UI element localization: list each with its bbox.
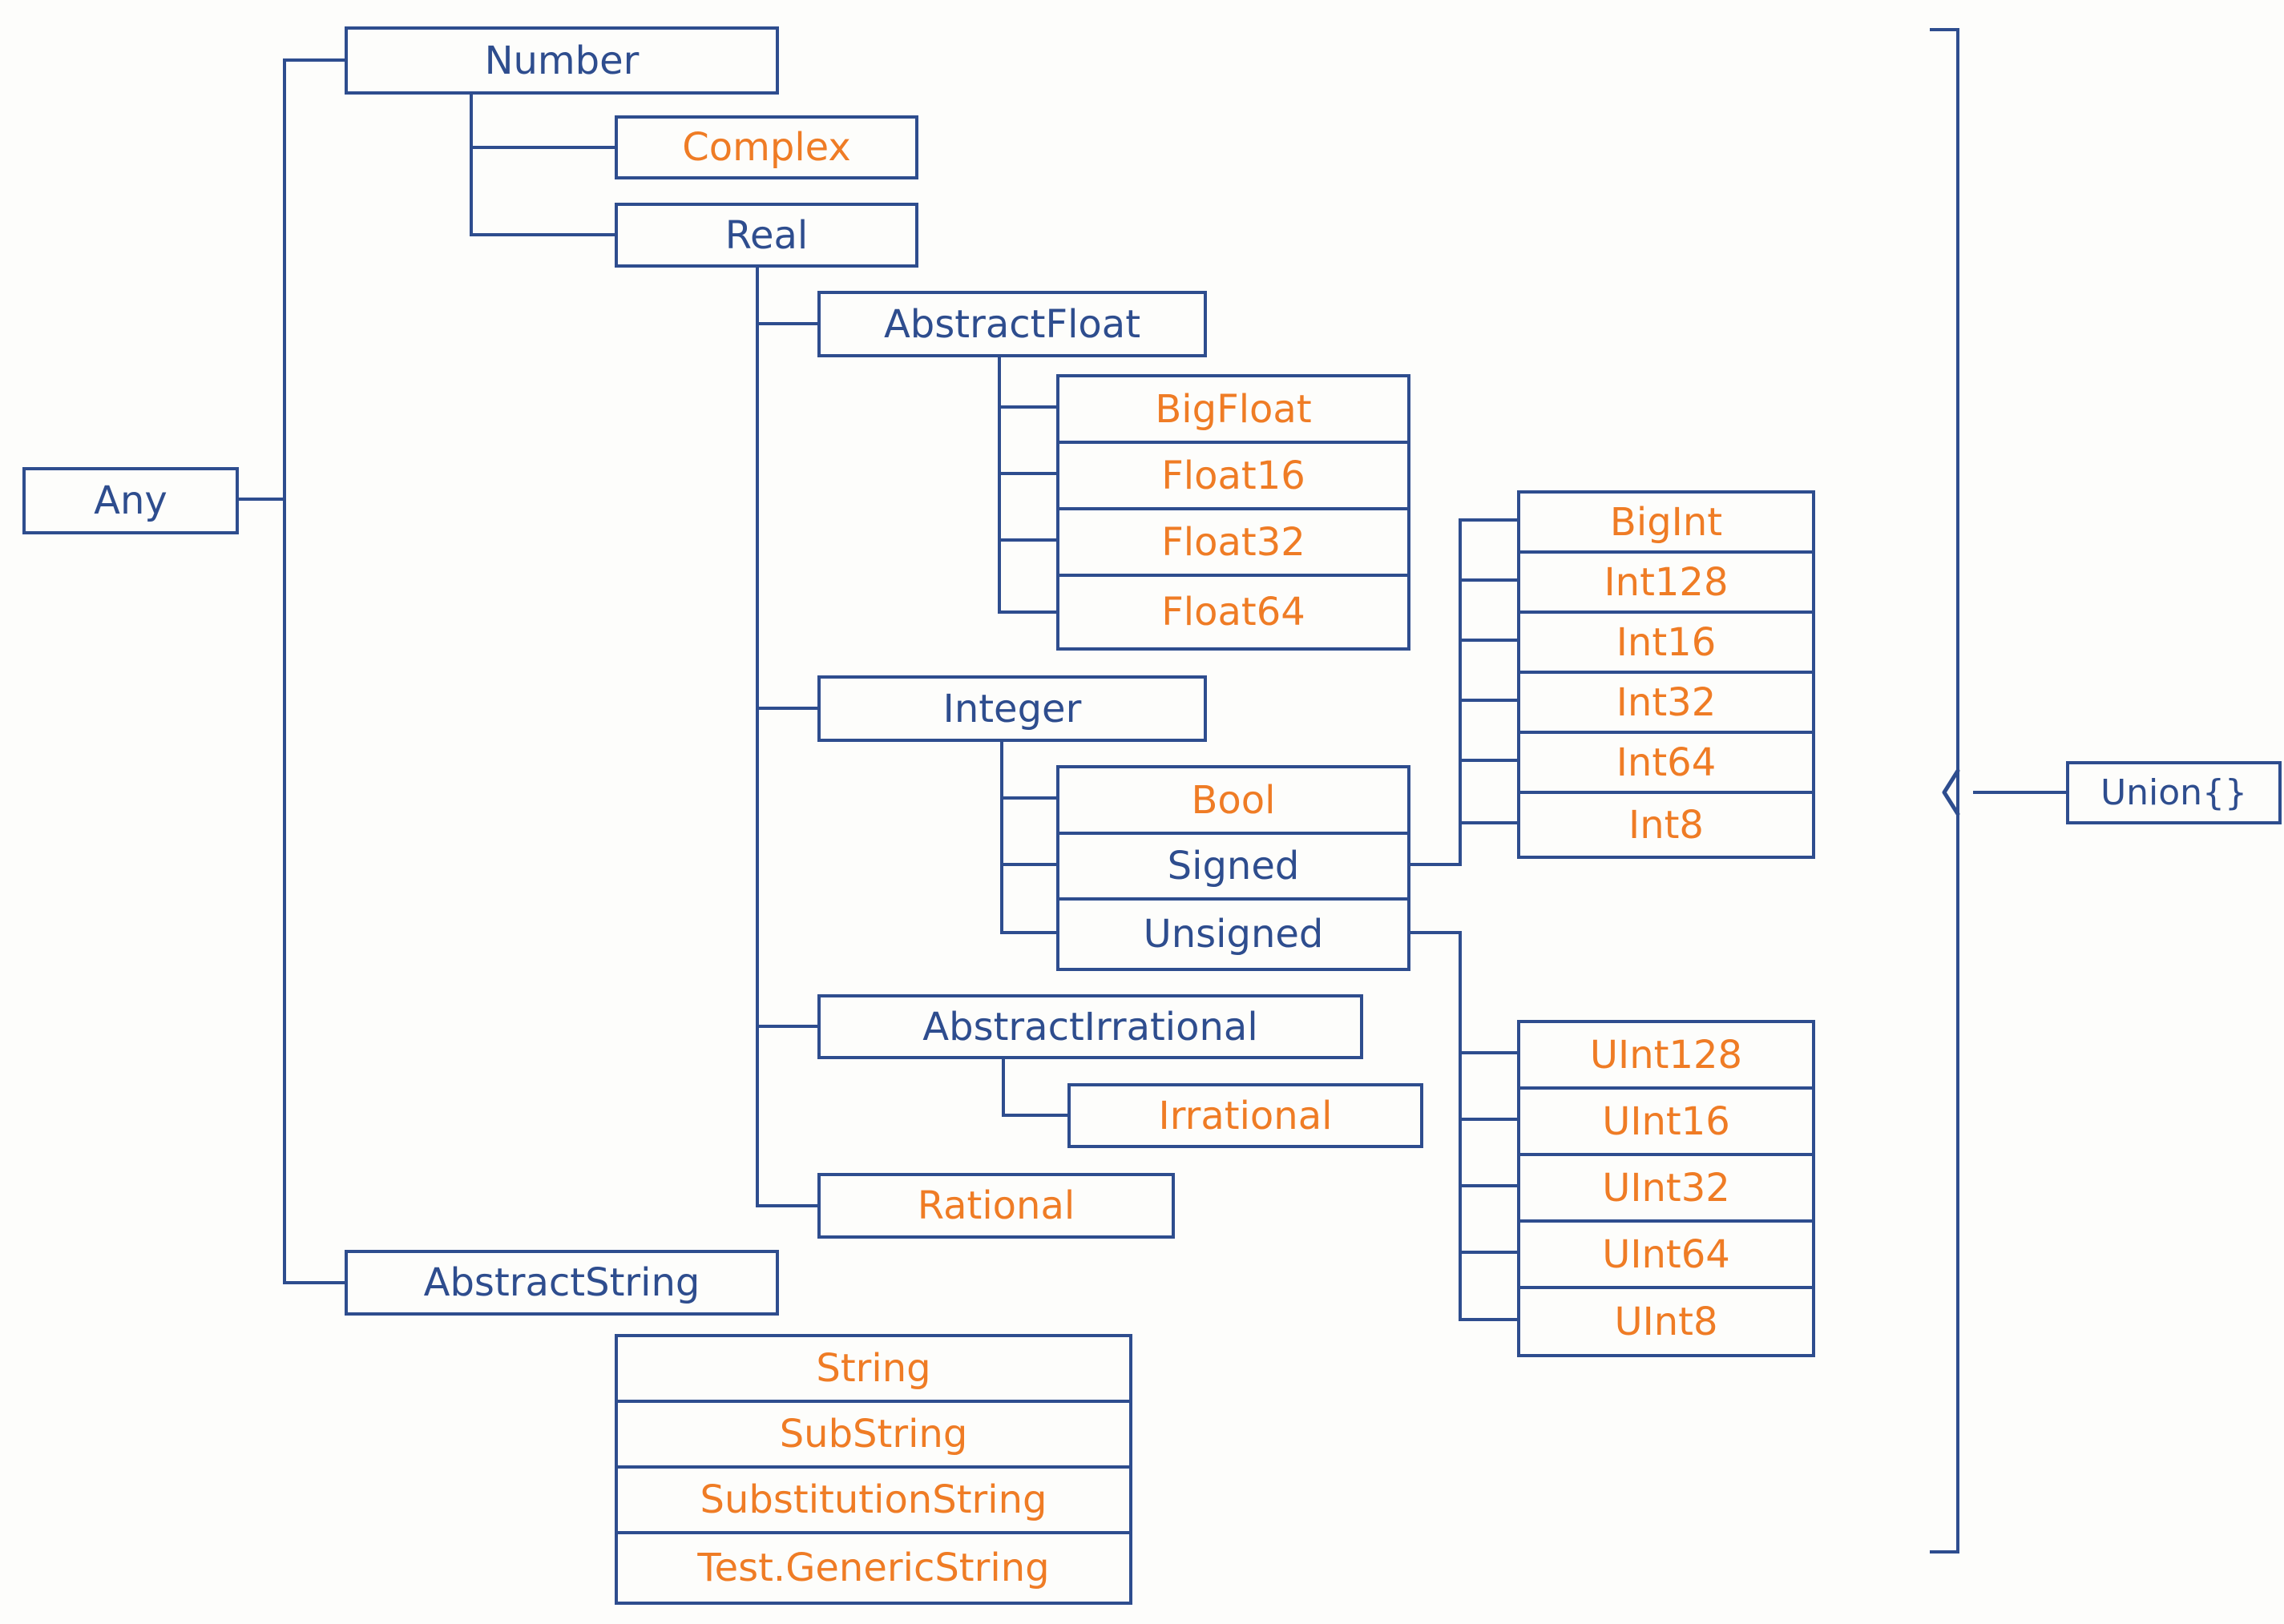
connector-uint128 — [1460, 1051, 1517, 1054]
float-types-group: BigFloat Float16 Float32 Float64 — [1056, 374, 1410, 651]
type-box-signed: Signed — [1059, 832, 1407, 897]
connector-complex — [470, 146, 615, 149]
type-box-string: String — [816, 1346, 931, 1391]
connector-number — [284, 58, 345, 62]
type-box-unsigned: Unsigned — [1059, 897, 1407, 968]
spine-real-children — [756, 268, 759, 1207]
connector-uint32 — [1460, 1184, 1517, 1187]
connector-float32 — [998, 538, 1056, 542]
type-box-float32: Float32 — [1059, 507, 1407, 574]
string-types-group: String SubString SubstitutionString Test… — [615, 1334, 1132, 1605]
spine-abstractirrational-children — [1002, 1059, 1005, 1117]
type-box-int32: Int32 — [1520, 671, 1812, 731]
spine-number-children — [470, 95, 473, 236]
type-box-uint8: UInt8 — [1520, 1286, 1812, 1354]
spine-any-children — [283, 58, 286, 1284]
type-box-float16: Float16 — [1059, 441, 1407, 507]
connector-int128 — [1460, 578, 1517, 582]
type-box-int128: Int128 — [1520, 550, 1812, 611]
union-bracket-vertical — [1956, 28, 1959, 1553]
signed-int-types-group: BigInt Int128 Int16 Int32 Int64 Int8 — [1517, 490, 1815, 859]
type-box-abstractirrational: AbstractIrrational — [817, 994, 1363, 1059]
type-box-rational: Rational — [817, 1173, 1175, 1239]
connector-float16 — [998, 472, 1056, 475]
connector-bigfloat — [998, 405, 1056, 409]
spine-signed-children — [1459, 518, 1462, 866]
type-box-bool: Bool — [1191, 777, 1276, 823]
connector-float64 — [998, 611, 1056, 614]
connector-union — [1973, 791, 2066, 794]
type-box-int64: Int64 — [1520, 731, 1812, 791]
connector-unsigned-to-uints — [1410, 931, 1460, 934]
connector-any — [239, 498, 284, 501]
spine-integer-children — [1000, 742, 1003, 934]
type-box-bigfloat: BigFloat — [1155, 386, 1312, 432]
connector-uint8 — [1460, 1318, 1517, 1321]
spine-unsigned-children — [1459, 931, 1462, 1321]
integer-subtypes-group: Bool Signed Unsigned — [1056, 765, 1410, 971]
connector-int32 — [1460, 699, 1517, 702]
connector-int8 — [1460, 821, 1517, 824]
type-box-int16: Int16 — [1520, 611, 1812, 671]
connector-unsigned — [1000, 931, 1056, 934]
unsigned-int-types-group: UInt128 UInt16 UInt32 UInt64 UInt8 — [1517, 1020, 1815, 1357]
type-box-abstractstring: AbstractString — [345, 1250, 779, 1316]
connector-bigint — [1460, 518, 1517, 522]
connector-rational — [756, 1204, 817, 1207]
union-bracket-tip-icon — [1942, 768, 1960, 816]
type-box-real: Real — [615, 203, 918, 268]
type-box-complex: Complex — [615, 115, 918, 179]
type-box-bigint: BigInt — [1609, 499, 1723, 545]
type-box-uint128: UInt128 — [1589, 1032, 1743, 1078]
type-box-any: Any — [22, 467, 239, 534]
type-box-number: Number — [345, 26, 779, 95]
connector-uint16 — [1460, 1118, 1517, 1121]
type-box-irrational: Irrational — [1067, 1083, 1423, 1148]
connector-signed — [1000, 863, 1056, 866]
connector-integer — [756, 707, 817, 710]
type-box-integer: Integer — [817, 675, 1207, 742]
type-box-substitutionstring: SubstitutionString — [618, 1465, 1129, 1531]
type-box-int8: Int8 — [1520, 791, 1812, 856]
connector-abstractfloat — [756, 322, 817, 325]
connector-int64 — [1460, 759, 1517, 762]
connector-abstractirrational — [756, 1025, 817, 1028]
type-box-uint16: UInt16 — [1520, 1086, 1812, 1153]
connector-signed-to-ints — [1410, 863, 1460, 866]
type-box-abstractfloat: AbstractFloat — [817, 291, 1207, 357]
spine-float-children — [998, 357, 1001, 614]
type-box-union-empty: Union{} — [2066, 761, 2282, 824]
connector-abstractstring — [284, 1281, 345, 1284]
connector-irrational — [1002, 1114, 1067, 1117]
type-box-uint32: UInt32 — [1520, 1153, 1812, 1219]
type-box-substring: SubString — [618, 1400, 1129, 1465]
union-bracket-bottom-tick — [1930, 1550, 1959, 1553]
connector-bool — [1000, 796, 1056, 800]
type-box-float64: Float64 — [1059, 574, 1407, 647]
type-box-uint64: UInt64 — [1520, 1219, 1812, 1286]
union-bracket-top-tick — [1930, 28, 1959, 31]
connector-real — [470, 233, 615, 236]
connector-uint64 — [1460, 1251, 1517, 1254]
connector-int16 — [1460, 639, 1517, 642]
type-box-testgenericstring: Test.GenericString — [618, 1531, 1129, 1602]
